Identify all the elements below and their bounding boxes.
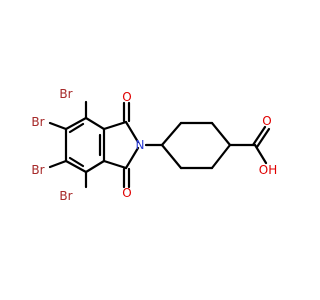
imide-ring	[102, 101, 140, 189]
molecule-structure: Br Br Br Br O O N O OH	[31, 87, 277, 203]
bromine-label-3: Br	[31, 163, 44, 177]
benzene-ring	[64, 116, 106, 174]
molecule-canvas: Br Br Br Br O O N O OH	[31, 87, 277, 203]
carbonyl-oxygen-top-label: O	[122, 90, 131, 104]
bromine-label-1: Br	[59, 87, 72, 101]
carboxylic-acid	[228, 125, 271, 165]
nitrogen-label: N	[136, 138, 145, 152]
bromine-label-2: Br	[31, 115, 44, 129]
acid-oxygen-label: O	[262, 114, 271, 128]
hydroxyl-label: OH	[259, 163, 277, 177]
bromine-label-4: Br	[59, 189, 72, 203]
bromine-bonds	[48, 100, 88, 189]
cyclohexane-ring	[160, 121, 232, 170]
carbonyl-oxygen-bottom-label: O	[122, 186, 131, 200]
